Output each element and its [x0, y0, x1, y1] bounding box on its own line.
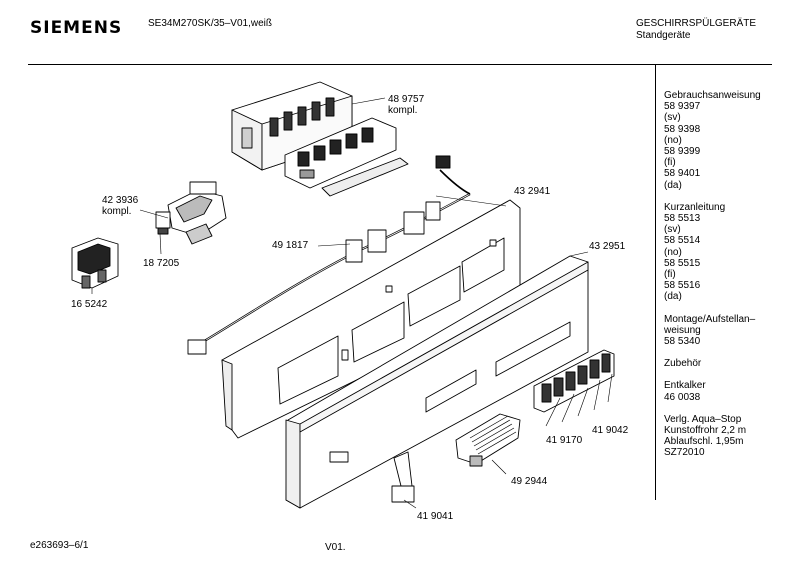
sidebar-line: (da)	[664, 291, 682, 303]
sidebar-line: Montage/Aufstellan–	[664, 313, 756, 325]
label-419170: 41 9170	[546, 435, 583, 446]
sidebar-line: 58 5514	[664, 235, 701, 247]
sidebar-line: 58 9398	[664, 123, 701, 135]
version-label: V01.	[325, 542, 346, 553]
sidebar-line: (fi)	[664, 157, 676, 169]
sidebar-line: Entkalker	[664, 380, 706, 392]
label-419041: 41 9041	[417, 511, 454, 522]
sidebar-line: Kurzanleitung	[664, 201, 726, 213]
category-title: GESCHIRRSPÜLGERÄTE	[636, 18, 757, 29]
label-432941: 43 2941	[514, 186, 551, 197]
label-187205: 18 7205	[143, 258, 180, 269]
sidebar-line: 58 5340	[664, 336, 701, 348]
sidebar-line: 58 9397	[664, 101, 701, 113]
sidebar-line: 58 9399	[664, 146, 701, 158]
part-key-strip-419042	[533, 349, 615, 413]
sidebar-line: Ablaufschl. 1,95m	[664, 436, 744, 448]
label-419042: 41 9042	[592, 425, 629, 436]
sidebar-line: Zubehör	[664, 358, 702, 370]
sidebar-divider	[655, 64, 656, 500]
sidebar-line: 58 5515	[664, 257, 701, 269]
sidebar-line: (sv)	[664, 112, 681, 124]
sidebar-line: 46 0038	[664, 391, 701, 403]
category-subtitle: Standgeräte	[636, 30, 691, 41]
leader-lines	[91, 97, 613, 509]
sidebar-line: (no)	[664, 134, 682, 146]
part-small-component-187205	[155, 211, 171, 235]
sidebar-line: SZ72010	[664, 447, 705, 459]
part-front-panel-432951	[285, 255, 589, 509]
sidebar-line: Kunstoffrohr 2,2 m	[664, 425, 747, 437]
label-491817: 49 1817	[272, 240, 309, 251]
sidebar-line: 58 9401	[664, 168, 701, 180]
label-423936: 42 3936	[102, 195, 139, 206]
part-module-423936	[167, 181, 227, 245]
part-control-module-489757	[231, 81, 409, 197]
label-489757-note: kompl.	[388, 105, 417, 116]
sidebar-line: (sv)	[664, 224, 681, 236]
label-165242: 16 5242	[71, 299, 108, 310]
part-selector-492944	[455, 413, 521, 467]
part-clip-419041	[391, 451, 415, 503]
sidebar-line: (fi)	[664, 269, 676, 281]
sidebar-line: (no)	[664, 246, 682, 258]
sidebar-line: Gebrauchsanweisung	[664, 90, 761, 101]
sidebar-line: 58 5513	[664, 213, 701, 225]
brand-logo: SIEMENS	[30, 18, 123, 38]
label-432951: 43 2951	[589, 241, 626, 252]
document-id: e263693–6/1	[30, 540, 89, 551]
header-rule	[28, 64, 772, 65]
label-492944: 49 2944	[511, 476, 548, 487]
model-number: SE34M270SK/35–V01,weiß	[148, 18, 272, 29]
part-labels: 48 9757 kompl. 42 3936 kompl. 18 7205 16…	[71, 94, 629, 522]
part-switch-block-165242	[71, 237, 119, 289]
sidebar-line: (da)	[664, 179, 682, 191]
part-rear-panel-432941	[221, 199, 521, 439]
sidebar-line: 58 5516	[664, 280, 701, 292]
sidebar-line: Verlg. Aqua–Stop	[664, 413, 742, 425]
label-489757: 48 9757	[388, 94, 425, 105]
sidebar-line: weisung	[664, 324, 701, 336]
label-423936-note: kompl.	[102, 206, 131, 217]
part-wiring-harness-491817	[187, 155, 471, 355]
